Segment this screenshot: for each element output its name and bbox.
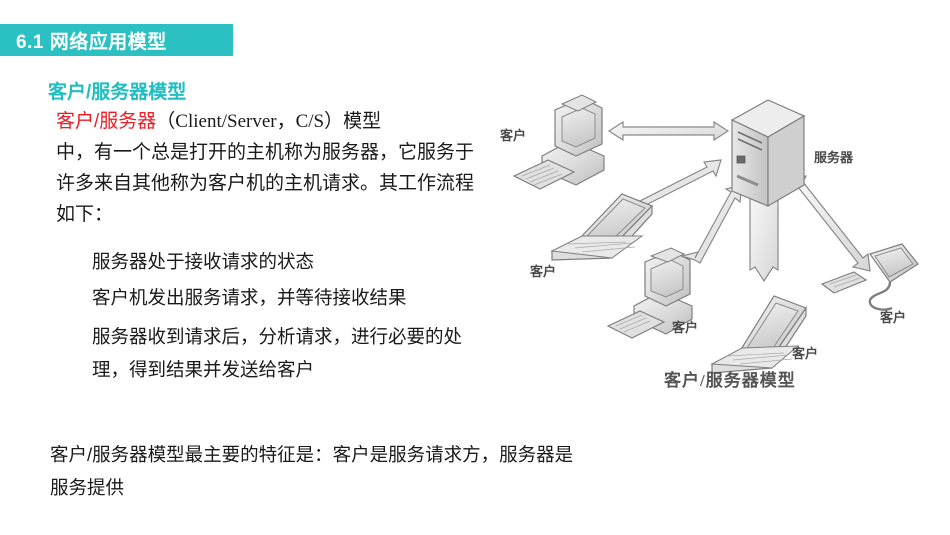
client1-label: 客户 bbox=[500, 128, 526, 143]
server-vent bbox=[736, 174, 759, 187]
client3-keyboard bbox=[606, 310, 666, 339]
client5-stand bbox=[868, 281, 893, 311]
summary-line-1: 客户/服务器模型最主要的特征是：客户是服务请求方，服务器是 bbox=[50, 444, 574, 465]
section-heading: 客户/服务器模型 bbox=[48, 82, 187, 103]
list-item: 服务器收到请求后，分析请求，进行必要的处理，得到结果并发送给客户 bbox=[92, 326, 463, 380]
content-column: 客户/服务器模型 客户/服务器（Client/Server，C/S）模型 中，有… bbox=[0, 80, 500, 386]
summary-line-2: 服务提供 bbox=[50, 477, 125, 498]
server-side-face bbox=[767, 114, 805, 208]
list-item: 客户机发出服务请求，并等待接收结果 bbox=[92, 287, 407, 308]
client5-screen bbox=[874, 247, 914, 278]
node-client-1: 客户 bbox=[500, 94, 605, 190]
intro-latin-paren: （Client/Server，C/S） bbox=[156, 111, 344, 132]
diagram-links bbox=[607, 120, 871, 283]
client1-monitor-top bbox=[560, 94, 598, 112]
node-client-4: 客户 bbox=[710, 295, 818, 374]
page-title: 6.1 网络应用模型 bbox=[16, 31, 167, 53]
intro-term-highlight: 客户/服务器 bbox=[56, 111, 157, 132]
client4-keyboard-keys bbox=[725, 352, 793, 365]
client4-keyboard bbox=[710, 345, 800, 369]
slide-title-bar: 6.1 网络应用模型 bbox=[0, 24, 233, 56]
client3-monitor-top bbox=[649, 247, 686, 263]
node-client-3: 客户 bbox=[606, 247, 698, 339]
client5-keyboard bbox=[820, 271, 868, 294]
client2-label: 客户 bbox=[530, 264, 556, 279]
client5-keyboard-keys bbox=[829, 274, 861, 288]
node-client-5: 客户 bbox=[820, 243, 919, 325]
client-server-diagram: 服务器 客户 bbox=[492, 86, 950, 421]
link-client1-server bbox=[607, 120, 730, 142]
intro-first-line: 客户/服务器（Client/Server，C/S）模型 bbox=[56, 106, 492, 137]
workflow-steps: 服务器处于接收请求的状态 客户机发出服务请求，并等待接收结果 服务器收到请求后，… bbox=[0, 244, 500, 386]
client2-keyboard bbox=[550, 235, 644, 259]
diagram-caption: 客户/服务器模型 bbox=[663, 370, 796, 390]
summary-paragraph: 客户/服务器模型最主要的特征是：客户是服务请求方，服务器是 服务提供 bbox=[0, 438, 810, 504]
server-drive-slot bbox=[737, 138, 763, 151]
client2-keyboard-keys bbox=[567, 241, 636, 253]
node-server: 服务器 bbox=[730, 99, 854, 208]
client3-label: 客户 bbox=[672, 320, 698, 335]
client1-keyboard-keys bbox=[521, 164, 563, 186]
client1-keyboard bbox=[512, 159, 576, 190]
intro-continuation: 中，有一个总是打开的主机称为服务器，它服务于许多来自其他称为客户机的主机请求。其… bbox=[56, 142, 475, 225]
server-label: 服务器 bbox=[814, 150, 854, 165]
server-drive-slot bbox=[737, 131, 763, 144]
list-item: 服务器处于接收请求的状态 bbox=[92, 251, 315, 272]
client3-keyboard-keys bbox=[615, 314, 651, 333]
client4-label: 客户 bbox=[792, 346, 818, 361]
intro-paragraph: 客户/服务器（Client/Server，C/S）模型 中，有一个总是打开的主机… bbox=[0, 106, 500, 230]
server-power-button bbox=[736, 155, 746, 164]
client5-label: 客户 bbox=[880, 310, 906, 325]
node-client-2: 客户 bbox=[530, 193, 654, 279]
intro-after-paren: 模型 bbox=[343, 111, 382, 132]
